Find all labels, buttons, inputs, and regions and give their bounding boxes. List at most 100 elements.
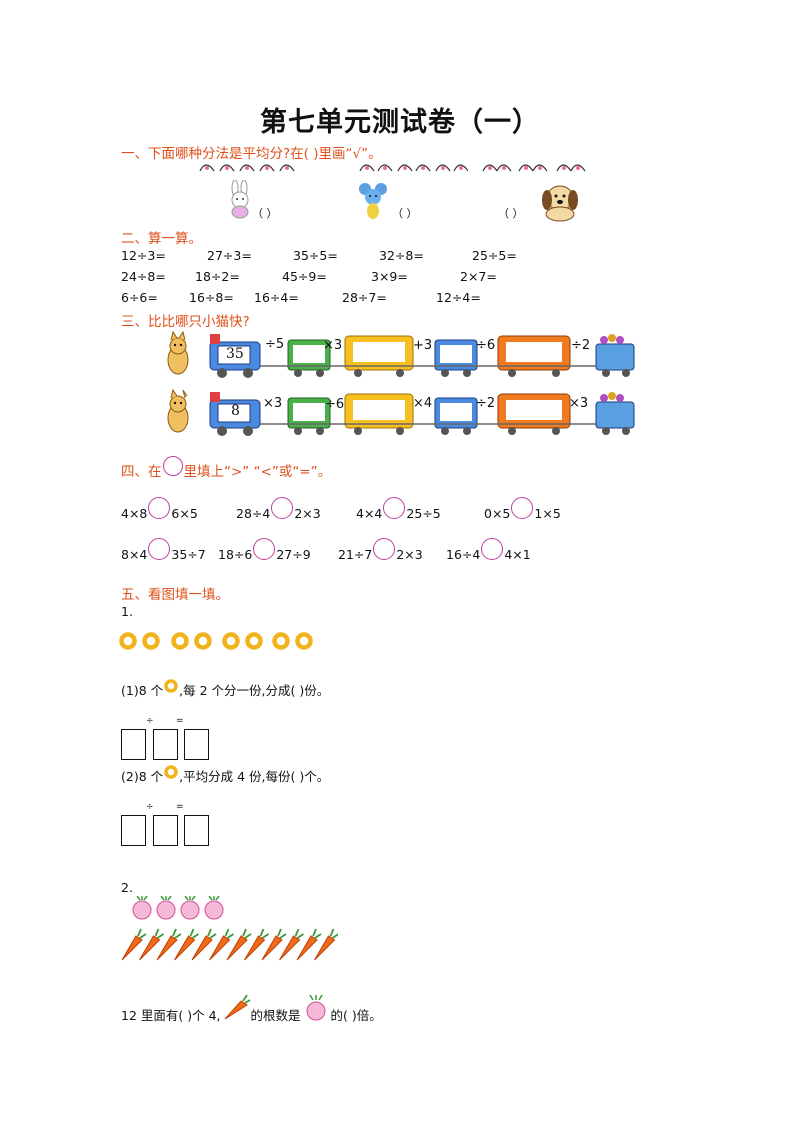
compare-left: 4×4 xyxy=(356,506,383,521)
train1-op-4: ÷6 xyxy=(476,338,496,353)
q1-part1-after: ,每 2 个分一份,分成( )份。 xyxy=(179,683,330,698)
ring-icon xyxy=(295,632,313,650)
carrot-icon xyxy=(279,928,304,961)
ring-icon xyxy=(272,632,290,650)
paren-2[interactable]: （ ） xyxy=(392,207,418,220)
calc-item: 27÷3= xyxy=(207,248,252,263)
q1-part1: (1)8 个 ,每 2 个分一份,分成( )份。 xyxy=(121,678,330,699)
compare-left: 4×8 xyxy=(121,506,148,521)
calc-item: 32÷8= xyxy=(379,248,424,263)
compare-circle[interactable] xyxy=(511,496,534,519)
radish-icon xyxy=(156,896,176,920)
compare-circle[interactable] xyxy=(373,537,396,560)
radishes-row xyxy=(132,896,224,920)
train-1 xyxy=(167,330,635,378)
compare-left: 16÷4 xyxy=(446,547,481,562)
answer-box[interactable] xyxy=(184,729,209,760)
birds-group-3-icon xyxy=(482,164,586,172)
compare-circle[interactable] xyxy=(271,496,294,519)
train1-op-5: ÷2 xyxy=(571,338,591,353)
train1-op-1: ÷5 xyxy=(265,337,285,352)
circle-blank-icon xyxy=(162,456,183,476)
carrot-icon xyxy=(224,994,250,1020)
q2-sentence: 12 里面有( )个 4, 的根数是 的( )倍。 xyxy=(121,994,382,1024)
compare-left: 0×5 xyxy=(484,506,511,521)
locomotive-icon xyxy=(209,334,261,378)
carrot-icon xyxy=(121,928,147,961)
answer-box[interactable] xyxy=(184,815,209,846)
compare-left: 8×4 xyxy=(121,547,148,562)
radish-icon xyxy=(180,896,200,920)
compare-left: 21÷7 xyxy=(338,547,373,562)
train2-op-3: ×4 xyxy=(413,396,433,411)
compare-item: 4×4 25÷5 xyxy=(356,496,441,521)
carrot-icon xyxy=(226,928,252,961)
calc-item: 3×9= xyxy=(371,269,408,284)
section3-heading: 三、比比哪只小猫快? xyxy=(121,314,250,330)
div-sign: ÷ xyxy=(146,716,154,726)
calc-item: 28÷7= xyxy=(342,290,387,305)
compare-circle[interactable] xyxy=(148,537,171,560)
section4-heading-before: 四、在 xyxy=(121,464,162,480)
compare-right: 2×3 xyxy=(396,547,423,562)
q2-part-c: 的( )倍。 xyxy=(330,1007,382,1023)
compare-circle[interactable] xyxy=(253,537,276,560)
compare-circle[interactable] xyxy=(148,496,171,519)
calc-item: 12÷4= xyxy=(436,290,481,305)
calc-item: 2×7= xyxy=(460,269,497,284)
calc-item: 16÷4= xyxy=(254,290,299,305)
train2-start: 8 xyxy=(231,403,240,419)
ring-icon xyxy=(222,632,240,650)
answer-box[interactable] xyxy=(153,729,178,760)
calc-item: 24÷8= xyxy=(121,269,166,284)
carrot-icon xyxy=(296,928,322,961)
calc-item: 18÷2= xyxy=(195,269,240,284)
page-title: 第七单元测试卷（一） xyxy=(260,107,540,138)
compare-left: 28÷4 xyxy=(236,506,271,521)
answer-box[interactable] xyxy=(121,729,146,760)
answer-box[interactable] xyxy=(153,815,178,846)
q1-label: 1. xyxy=(121,604,133,619)
carrot-icon xyxy=(261,928,287,961)
ring-icon xyxy=(164,764,178,779)
compare-item: 0×5 1×5 xyxy=(484,496,561,521)
section4-heading-after: 里填上“>” “<”或“=”。 xyxy=(183,464,332,480)
section1-heading: 一、下面哪种分法是平均分?在( )里画“√”。 xyxy=(121,146,382,162)
radish-icon xyxy=(132,896,152,920)
ring-icon xyxy=(119,632,137,650)
train2-op-5: ×3 xyxy=(569,396,589,411)
q1-part1-before: (1)8 个 xyxy=(121,683,164,698)
compare-right: 35÷7 xyxy=(171,547,206,562)
paren-1[interactable]: （ ） xyxy=(252,207,278,220)
section5-heading: 五、看图填一填。 xyxy=(121,587,229,603)
answer-box[interactable] xyxy=(121,815,146,846)
calc-item: 12÷3= xyxy=(121,248,166,263)
ring-icon xyxy=(164,678,178,693)
carrot-icon xyxy=(314,928,338,961)
calc-item: 16÷8= xyxy=(189,290,234,305)
mouse-icon xyxy=(359,183,387,219)
calc-item: 35÷5= xyxy=(293,248,338,263)
compare-circle[interactable] xyxy=(481,537,504,560)
rings-row xyxy=(119,632,313,650)
section4-heading: 四、在 里填上“>” “<”或“=”。 xyxy=(121,456,332,480)
cat-icon xyxy=(167,388,189,433)
compare-right: 27÷9 xyxy=(276,547,311,562)
eq-sign: = xyxy=(176,802,184,812)
train1-op-3: +3 xyxy=(413,338,433,353)
compare-circle[interactable] xyxy=(383,496,406,519)
train2-op-4: ÷2 xyxy=(476,396,496,411)
q2-label: 2. xyxy=(121,880,133,895)
compare-right: 25÷5 xyxy=(406,506,441,521)
paren-3[interactable]: （ ） xyxy=(498,207,524,220)
dog-icon xyxy=(542,185,578,222)
eq-sign: = xyxy=(176,716,184,726)
calc-item: 25÷5= xyxy=(472,248,517,263)
compare-right: 1×5 xyxy=(534,506,561,521)
carrot-icon xyxy=(191,928,217,961)
carrot-icon xyxy=(139,928,164,961)
birds-group-2-icon xyxy=(359,164,468,172)
